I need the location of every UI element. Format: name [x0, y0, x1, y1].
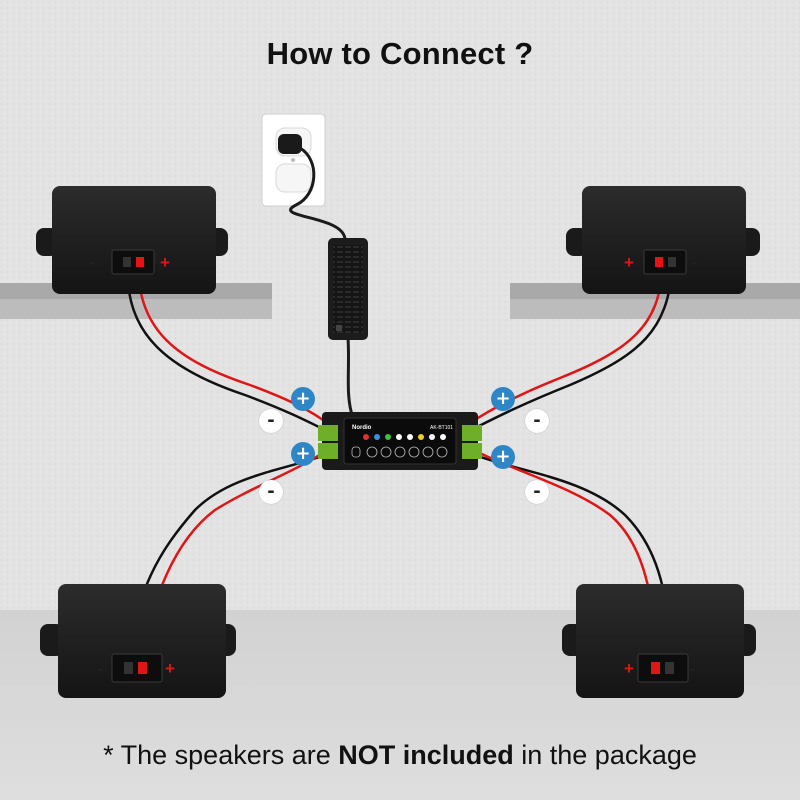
speaker-top-right [566, 186, 760, 294]
footnote: * The speakers are NOT included in the p… [0, 740, 800, 771]
badge-right-lower-minus: - [525, 480, 549, 504]
footnote-prefix: * The speakers are [103, 740, 339, 770]
speaker-bottom-left-plus: + [165, 659, 175, 678]
amplifier-model: AK-BT101 [430, 425, 454, 431]
badge-left-lower-plus: + [291, 442, 315, 466]
badge-left-lower-minus: - [259, 480, 283, 504]
speaker-top-left [36, 186, 228, 294]
speaker-bottom-left-minus: - [98, 659, 104, 678]
speaker-bottom-left [40, 584, 236, 698]
speaker-top-right-minus: - [692, 253, 698, 272]
speaker-top-left-minus: - [90, 253, 96, 272]
power-adapter [328, 238, 368, 340]
speaker-bottom-right-plus: + [624, 659, 634, 678]
badge-left-upper-minus: - [259, 409, 283, 433]
footnote-suffix: in the package [513, 740, 697, 770]
speaker-bottom-right [562, 584, 756, 698]
badge-right-lower-plus: + [491, 445, 515, 469]
badge-right-upper-minus: - [525, 409, 549, 433]
speaker-bottom-right-minus: - [690, 659, 696, 678]
amplifier-brand: Nordio [352, 425, 372, 431]
badge-left-upper-plus: + [291, 387, 315, 411]
amplifier [318, 412, 482, 470]
footnote-emphasis: NOT included [338, 740, 514, 770]
badge-right-upper-plus: + [491, 387, 515, 411]
wall-outlet [261, 113, 326, 207]
page-title: How to Connect ? [266, 36, 534, 71]
speaker-top-left-plus: + [160, 253, 170, 272]
speaker-top-right-plus: + [624, 253, 634, 272]
